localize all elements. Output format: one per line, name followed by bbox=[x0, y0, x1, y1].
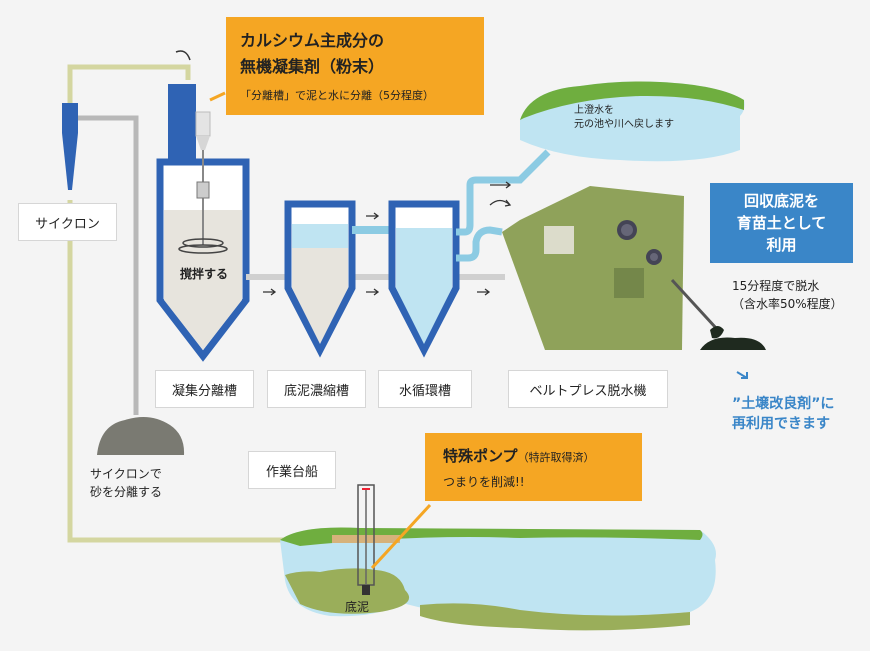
label-belt-press: ベルトプレス脱水機 bbox=[508, 370, 668, 408]
pump-callout-pointer bbox=[370, 503, 432, 570]
pump-callout: 特殊ポンプ（特許取得済） つまりを削減!! bbox=[425, 433, 642, 501]
flow-arrows bbox=[263, 181, 748, 379]
recover-mud-box: 回収底泥を 育苗土として 利用 bbox=[710, 183, 853, 263]
wash-water-pipe bbox=[456, 226, 503, 262]
recover-line3: 利用 bbox=[766, 236, 797, 254]
bottom-mud-label: 底泥 bbox=[345, 600, 370, 614]
belt-press-icon bbox=[502, 186, 718, 350]
clear-water-note: 上澄水を 元の池や川へ戻します bbox=[574, 104, 674, 132]
thickener-tank-icon bbox=[284, 200, 356, 358]
pipe-1-2 bbox=[246, 274, 290, 280]
reuse-line2: 再利用できます bbox=[732, 416, 830, 432]
label-water-tank: 水循環槽 bbox=[378, 370, 472, 408]
stir-label: 撹拌する bbox=[180, 267, 229, 281]
dewater-line1: 15分程度で脱水 bbox=[732, 279, 820, 293]
label-coag-tank: 凝集分離槽 bbox=[155, 370, 254, 408]
pipe-3-4 bbox=[455, 274, 505, 280]
cyclone-note-line2: 砂を分離する bbox=[90, 485, 163, 499]
label-thickener: 底泥濃縮槽 bbox=[267, 370, 366, 408]
callout-title-line1: カルシウム主成分の bbox=[240, 31, 385, 50]
reuse-line1: ”土壌改良剤”に bbox=[732, 396, 835, 412]
label-work-barge: 作業台船 bbox=[248, 451, 336, 489]
pump-title-suffix: （特許取得済） bbox=[517, 451, 595, 464]
dewater-note: 15分程度で脱水 （含水率50%程度） bbox=[732, 277, 843, 313]
callout-note: 「分離槽」で泥と水に分離（5分程度） bbox=[240, 89, 434, 102]
clear-water-line1: 上澄水を bbox=[574, 105, 614, 116]
coagulant-hopper-icon bbox=[168, 84, 211, 166]
reuse-note: ”土壌改良剤”に 再利用できます bbox=[732, 394, 834, 434]
return-water-pipe bbox=[456, 149, 551, 236]
recover-line1: 回収底泥を bbox=[743, 192, 819, 210]
pipe-2-3 bbox=[354, 274, 392, 280]
water-tank-icon bbox=[388, 200, 460, 358]
pump-title: 特殊ポンプ bbox=[443, 447, 518, 465]
feed-pipe-bottom bbox=[67, 200, 332, 543]
sand-pile-icon bbox=[97, 416, 185, 455]
cyclone-note: サイクロンで 砂を分離する bbox=[90, 465, 162, 501]
callout-title-line2: 無機凝集剤（粉末） bbox=[240, 57, 385, 76]
coagulant-callout: カルシウム主成分の 無機凝集剤（粉末） 「分離槽」で泥と水に分離（5分程度） bbox=[226, 17, 484, 115]
feed-pipe-top bbox=[67, 64, 191, 103]
dewatered-mud-icon bbox=[700, 337, 766, 350]
pump-note: つまりを削減!! bbox=[443, 475, 525, 489]
cyclone-note-line1: サイクロンで bbox=[90, 467, 162, 481]
coag-tank-icon bbox=[156, 150, 250, 362]
pond-island-icon bbox=[520, 81, 745, 162]
label-cyclone: サイクロン bbox=[18, 203, 117, 241]
clear-water-line2: 元の池や川へ戻します bbox=[574, 119, 674, 130]
cyclone-icon bbox=[62, 103, 78, 190]
dewater-line2: （含水率50%程度） bbox=[732, 297, 843, 311]
callout-pointer bbox=[209, 91, 226, 102]
overflow-pipe bbox=[352, 226, 392, 234]
sand-outlet-pipe bbox=[78, 115, 139, 415]
rotate-arrow-icon bbox=[175, 50, 191, 61]
pump-icon bbox=[332, 484, 400, 595]
recover-line2: 育苗土として bbox=[736, 214, 827, 232]
